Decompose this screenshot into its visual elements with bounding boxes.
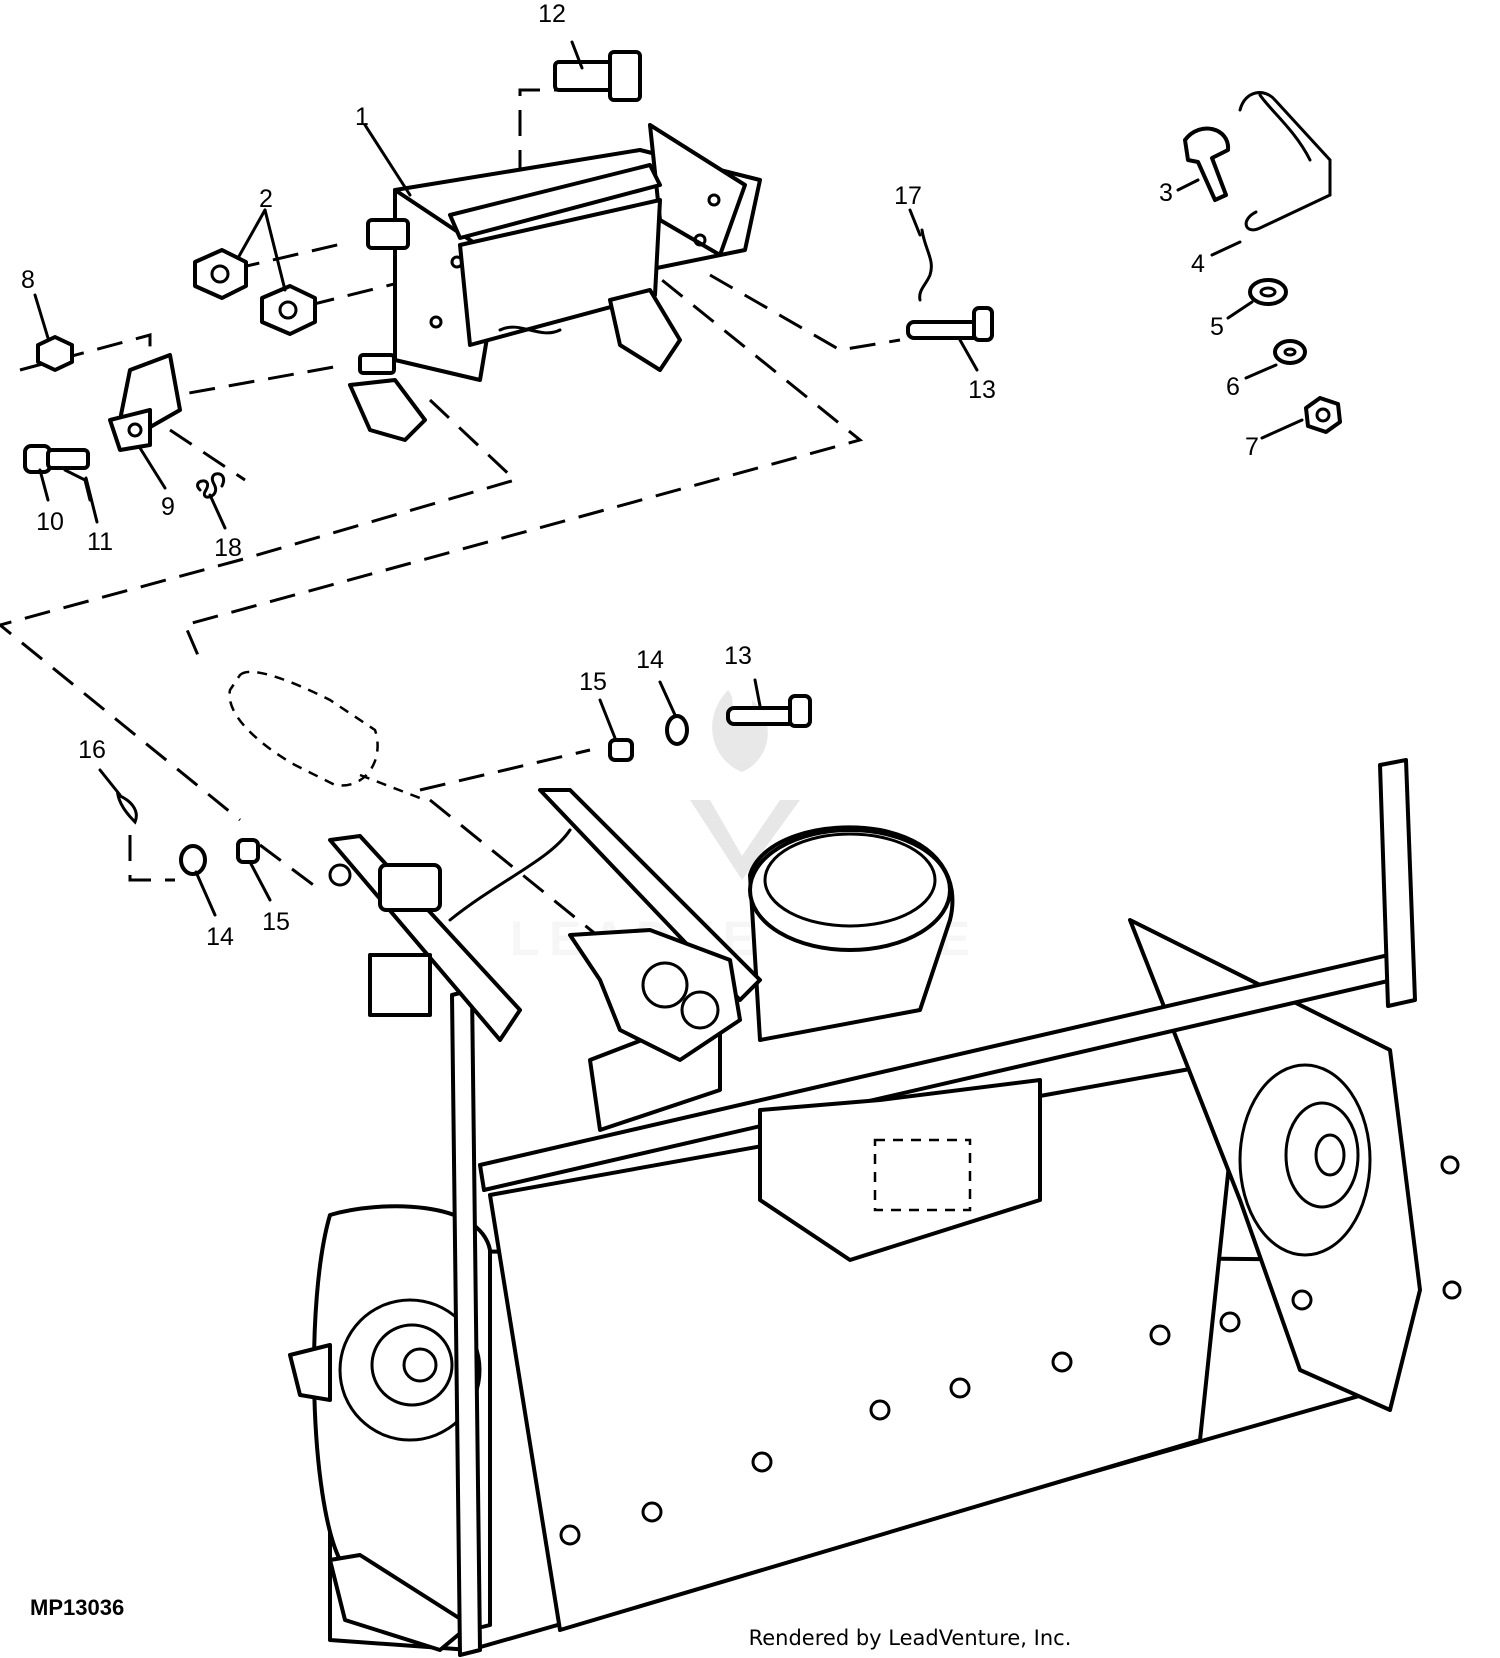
snowthrower-housing	[288, 758, 1462, 1657]
lift-cylinder	[228, 670, 426, 802]
render-credit: Rendered by LeadVenture, Inc.	[749, 1626, 1072, 1650]
clevis-pin-13	[726, 694, 812, 728]
callout-13: 13	[968, 376, 996, 404]
mounting-bracket	[348, 123, 762, 442]
callout-17: 17	[894, 182, 922, 210]
flange-nut	[193, 248, 248, 300]
callout-2: 2	[259, 185, 273, 213]
bushing-15	[236, 838, 260, 864]
washer-5	[1248, 278, 1288, 306]
callout-15: 15	[262, 908, 290, 936]
lock-pin-4	[1238, 91, 1332, 232]
callout-6: 6	[1226, 373, 1240, 401]
callout-7: 7	[1245, 433, 1259, 461]
callouts: 1 2 3 4 5 6 7 8 9 10 11 12 13 13 14 14 1…	[21, 0, 1259, 951]
clevis-pin-13	[906, 306, 994, 342]
bolt-12	[553, 50, 642, 102]
hair-pin-17	[918, 228, 933, 302]
cotter-pin-16	[115, 792, 138, 825]
callout-13: 13	[724, 642, 752, 670]
washer-14	[179, 844, 207, 876]
lock-washer-6	[1273, 339, 1307, 365]
flange-nut	[260, 284, 317, 336]
callout-8: 8	[21, 266, 35, 294]
figure-id: MP13036	[30, 1595, 124, 1620]
callout-5: 5	[1210, 313, 1224, 341]
callout-16: 16	[78, 736, 106, 764]
callout-15: 15	[579, 668, 607, 696]
bushing-15	[608, 738, 634, 762]
callout-4: 4	[1191, 250, 1205, 278]
callout-3: 3	[1159, 179, 1173, 207]
callout-14: 14	[636, 646, 664, 674]
latch-plate-9	[108, 353, 182, 452]
callout-11: 11	[87, 528, 113, 556]
nut-7	[1304, 396, 1342, 434]
callout-9: 9	[161, 493, 175, 521]
lock-nut-8	[36, 335, 74, 372]
callout-10: 10	[36, 508, 64, 536]
callout-1: 1	[355, 103, 369, 131]
callout-12: 12	[538, 0, 566, 28]
callout-14: 14	[206, 923, 234, 951]
callout-18: 18	[214, 534, 242, 562]
carriage-bolt-3	[1183, 126, 1231, 202]
leader-lines	[33, 40, 1304, 917]
washer-14	[665, 714, 689, 746]
pin-10	[23, 444, 90, 474]
spring-18	[196, 472, 226, 499]
